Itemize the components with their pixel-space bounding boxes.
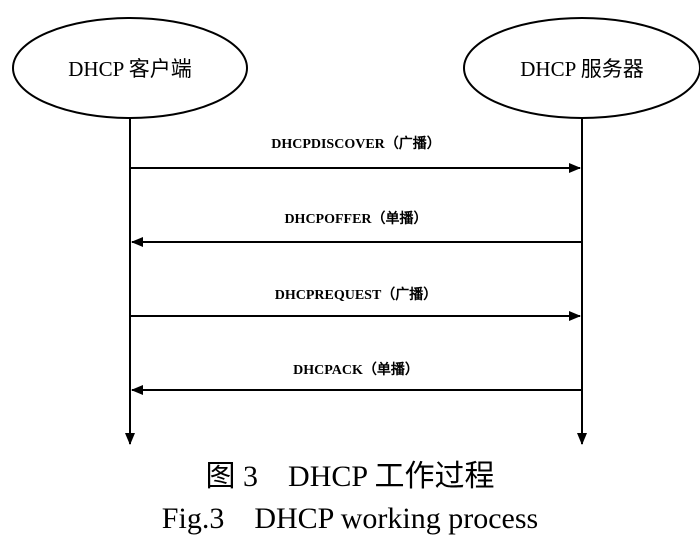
message-label: DHCPREQUEST（广播） — [275, 286, 438, 303]
message-discover: DHCPDISCOVER（广播） — [130, 135, 581, 173]
figure-caption-english: Fig.3 DHCP working process — [161, 502, 539, 535]
client-label: DHCP 客户端 — [68, 57, 192, 81]
message-ack: DHCPACK（单播） — [131, 361, 582, 395]
message-label: DHCPACK（单播） — [293, 361, 419, 378]
message-label: DHCPOFFER（单播） — [284, 210, 427, 227]
message-request: DHCPREQUEST（广播） — [130, 286, 581, 321]
server-label: DHCP 服务器 — [520, 57, 644, 81]
server-participant: DHCP 服务器 — [463, 17, 700, 119]
client-participant: DHCP 客户端 — [12, 17, 248, 119]
message-offer: DHCPOFFER（单播） — [131, 210, 582, 247]
figure-caption-chinese: 图 3 DHCP 工作过程 — [205, 460, 495, 493]
message-label: DHCPDISCOVER（广播） — [271, 135, 441, 152]
